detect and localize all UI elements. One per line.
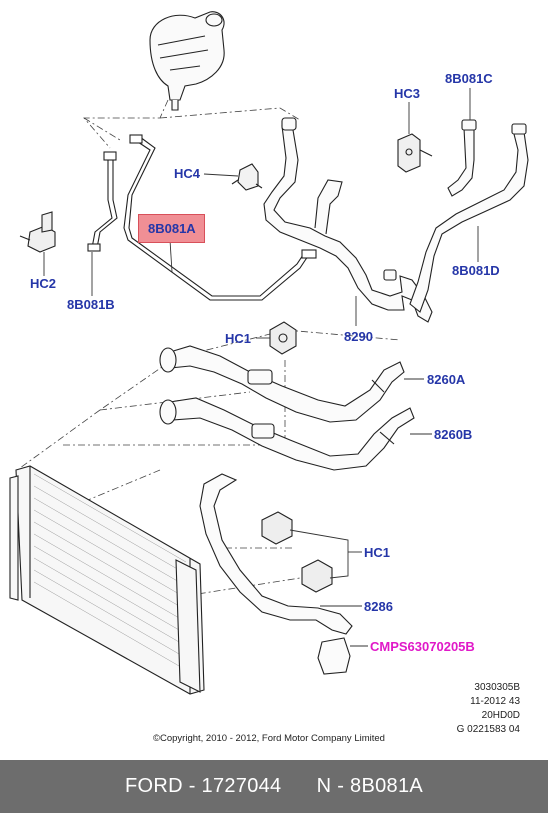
callout-8286: 8286	[364, 599, 393, 614]
callout-8b081a-highlighted: 8B081A	[138, 214, 205, 243]
hose-diagram	[9, 11, 529, 695]
callout-hc3: HC3	[394, 86, 421, 101]
callout-8b081c: 8B081C	[445, 71, 493, 86]
callout-hc2: HC2	[30, 276, 57, 291]
reference-line-2: 11-2012 43	[470, 696, 520, 707]
copyright-notice: ©Copyright, 2010 - 2012, Ford Motor Comp…	[153, 733, 385, 744]
coolant-expansion-tank	[149, 11, 225, 111]
footer-ref-part: N - 8B081A	[316, 775, 424, 797]
vent-pipe-8b081b	[87, 151, 118, 252]
hose-8260a	[159, 345, 405, 423]
callout-8b081b: 8B081B	[67, 297, 115, 312]
hose-8260b	[159, 397, 415, 471]
hose-8b081c	[447, 119, 477, 197]
leader-lines	[43, 88, 479, 647]
hose-8286	[199, 473, 353, 675]
callout-hc1-top: HC1	[225, 331, 252, 346]
hose-8b081d	[409, 123, 529, 313]
vent-pipe-8b081a	[123, 134, 317, 301]
radiator	[9, 465, 205, 695]
footer-bar: FORD - 1727044 N - 8B081A	[0, 760, 548, 813]
hc1-top-clip	[269, 321, 297, 355]
callout-8260b: 8260B	[434, 427, 473, 442]
callout-hc1-middle: HC1	[364, 545, 391, 560]
reference-line-1: 3030305B	[474, 682, 520, 693]
callout-cmps63070205b: CMPS63070205B	[370, 639, 475, 654]
callout-hc4: HC4	[174, 166, 201, 181]
hc3-bracket	[397, 133, 433, 173]
hc1-middle-clips	[261, 511, 333, 593]
callout-8290: 8290	[344, 329, 373, 344]
callout-8b081d: 8B081D	[452, 263, 500, 278]
reference-code: 3030305B 11-2012 43 20HD0D G 0221583 04	[457, 681, 520, 737]
callout-8260a: 8260A	[427, 372, 466, 387]
footer-brand-part: FORD - 1727044	[124, 775, 282, 797]
hc2-bracket	[19, 211, 56, 253]
footer-spacer	[281, 775, 316, 798]
hc4-clip	[231, 163, 263, 191]
reference-line-3: 20HD0D	[481, 710, 520, 721]
reference-line-4: G 0221583 04	[456, 724, 520, 735]
